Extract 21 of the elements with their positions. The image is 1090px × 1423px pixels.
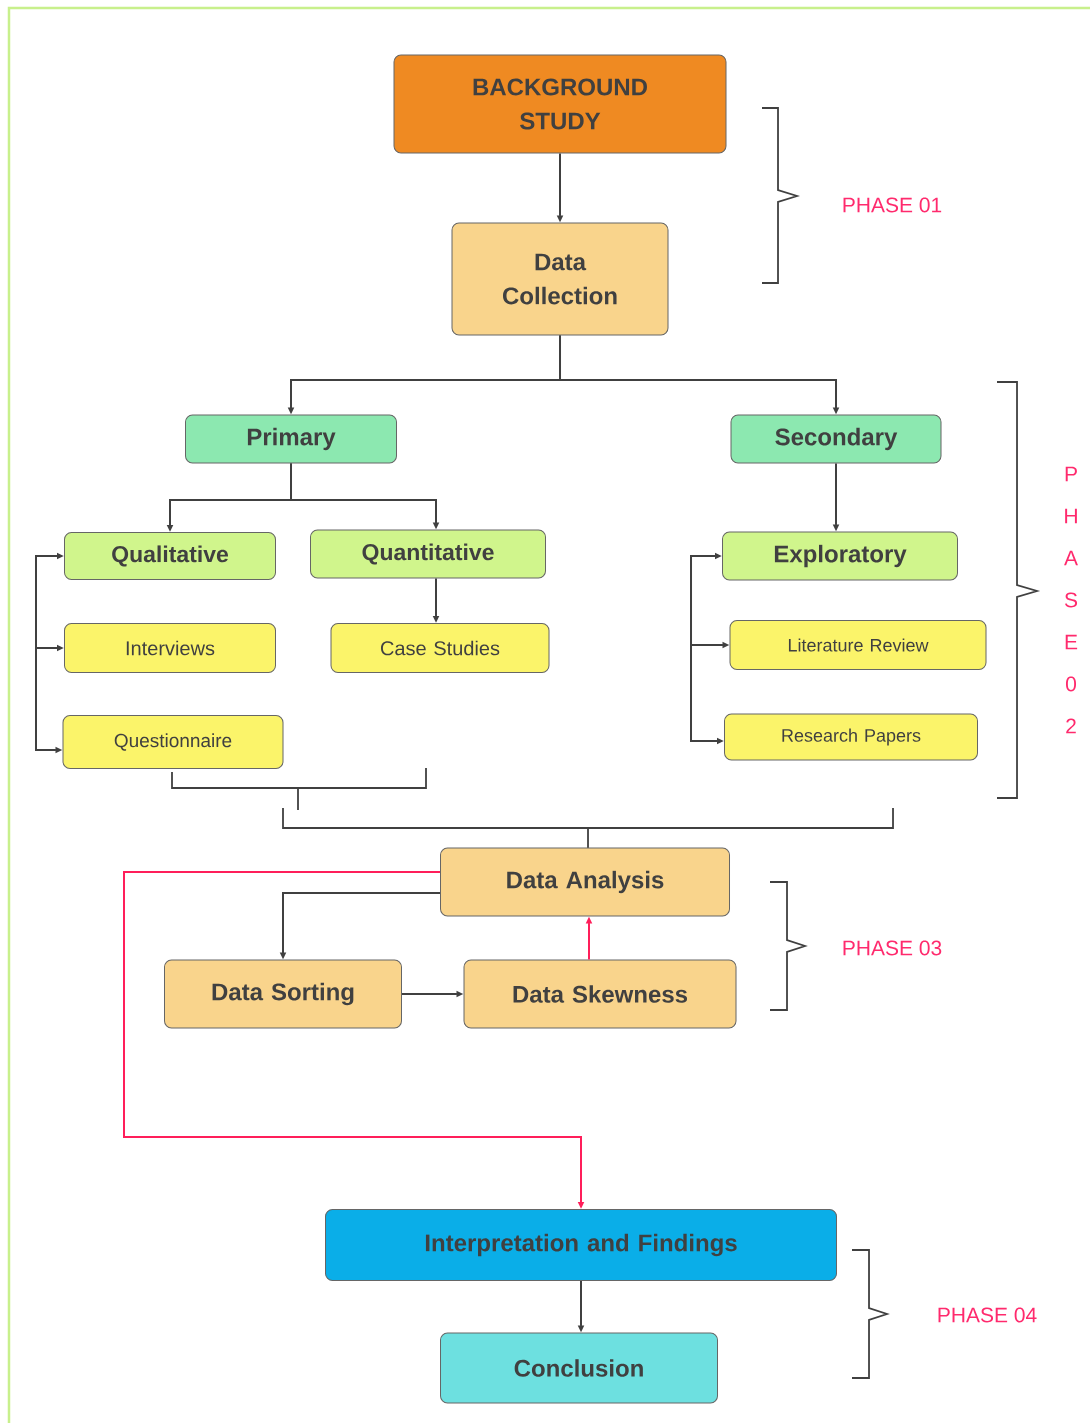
- process-box: Conclusion: [440, 1332, 718, 1404]
- phase-label: PHASE 04: [938, 1307, 1037, 1323]
- process-box: BACKGROUND STUDY: [393, 54, 727, 154]
- process-box: Exploratory: [722, 531, 958, 581]
- process-box: Questionnaire: [62, 715, 284, 769]
- process-box: Quantitative: [310, 529, 546, 579]
- process-box: Secondary: [730, 414, 942, 464]
- phase-label: PHASE 03: [843, 940, 942, 956]
- process-box: Data Skewness: [463, 959, 737, 1029]
- process-box: Primary: [185, 414, 397, 464]
- process-box: Literature Review: [729, 620, 987, 670]
- process-box: Interpretation and Findings: [325, 1209, 837, 1281]
- phase-label: PHASE 01: [843, 197, 942, 213]
- process-box: Qualitative: [64, 532, 276, 580]
- process-box: Data Collection: [451, 222, 669, 336]
- process-box: Data Analysis: [440, 847, 730, 917]
- process-box: Interviews: [64, 623, 276, 673]
- process-box: Research Papers: [724, 713, 978, 761]
- phase-label: PHASE 02: [1064, 466, 1078, 734]
- process-box: Data Sorting: [164, 959, 402, 1029]
- process-box: Case Studies: [330, 623, 550, 673]
